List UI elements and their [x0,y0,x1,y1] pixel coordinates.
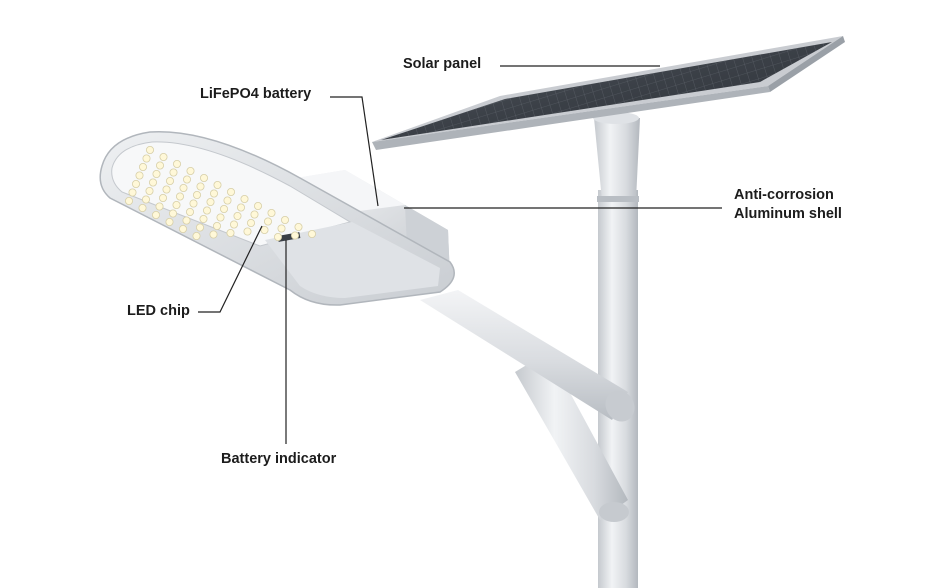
led-chip [226,228,235,237]
label-battery-indicator-text: Battery indicator [221,451,337,467]
led-chip [169,168,178,177]
led-chip [236,203,245,212]
led-chip [212,221,221,230]
label-shell-line1: Anti-corrosion [734,187,834,203]
led-chip [186,166,195,175]
label-shell-line2: Aluminum shell [734,206,842,222]
led-chip [155,161,164,170]
led-chip [165,217,174,226]
led-chip [135,171,144,180]
led-chip [199,214,208,223]
led-chip [138,203,147,212]
led-chip [138,162,147,171]
label-led-chip-text: LED chip [127,303,190,319]
brace-arm [515,352,629,522]
led-chip [172,159,181,168]
led-chip [267,208,276,217]
led-chip [172,200,181,209]
led-chip [209,230,218,239]
led-chip [263,217,272,226]
led-chip [195,223,204,232]
led-chip [141,195,150,204]
led-chip [155,202,164,211]
led-chip [246,218,255,227]
led-chip [142,154,151,163]
led-chip [168,209,177,218]
led-chip [145,186,154,195]
led-chip [240,194,249,203]
led-chip [182,175,191,184]
led-chip [216,213,225,222]
led-chip [179,183,188,192]
led-chip [196,182,205,191]
led-chip [159,152,168,161]
label-battery-indicator: Battery indicator [221,450,336,469]
led-chip [165,176,174,185]
led-chip [158,193,167,202]
led-chip [178,224,187,233]
main-arm [420,290,635,422]
led-chip [125,196,134,205]
led-chip [189,199,198,208]
leader-led-chip [198,225,263,313]
led-chip [162,185,171,194]
led-chip [280,215,289,224]
led-chip [148,178,157,187]
led-chip [182,216,191,225]
led-chip [223,196,232,205]
led-chip [243,227,252,236]
led-chip [273,232,282,241]
label-solar-panel: Solar panel [403,55,481,74]
led-chip [219,204,228,213]
solar-panel [372,36,845,150]
led-chip [253,201,262,210]
led-chip [145,145,154,154]
label-solar-panel-text: Solar panel [403,56,482,72]
led-chip-array [125,145,316,241]
led-chip [185,207,194,216]
leader-lines [198,65,722,444]
led-chip [277,224,286,233]
led-chip [192,231,201,240]
lamp-head [99,130,455,306]
label-led-chip: LED chip [127,302,190,321]
led-chip [233,211,242,220]
led-chip [152,169,161,178]
led-chip [128,188,137,197]
led-chip [260,225,269,234]
label-lifepo4-battery: LiFePO4 battery [200,85,311,104]
leader-battery [330,96,379,207]
led-chip [213,180,222,189]
label-aluminum-shell: Anti-corrosion Aluminum shell [734,186,842,224]
led-chip [226,187,235,196]
led-chip [192,190,201,199]
label-battery-text: LiFePO4 battery [200,86,312,102]
led-chip [131,179,140,188]
led-chip [294,222,303,231]
led-chip [229,220,238,229]
led-chip [307,229,316,238]
led-chip [290,231,299,240]
led-chip [206,197,215,206]
led-chip [250,210,259,219]
led-chip [202,206,211,215]
led-chip [209,189,218,198]
led-chip [199,173,208,182]
led-chip [175,192,184,201]
led-chip [151,210,160,219]
